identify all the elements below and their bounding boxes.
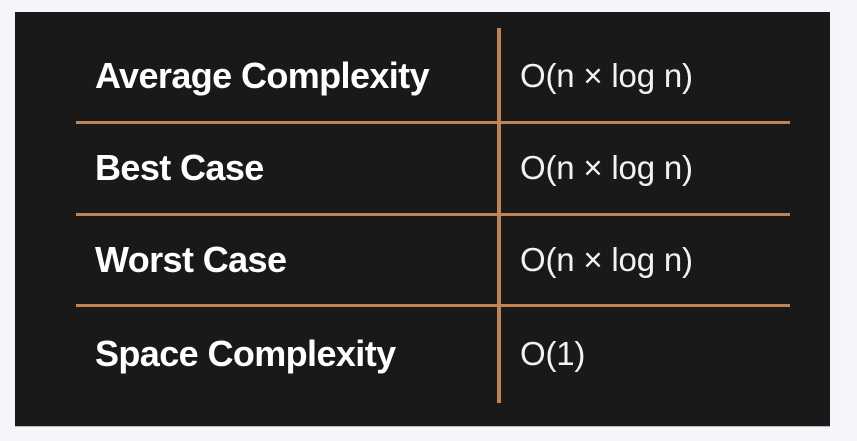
row-value: O(n × log n) <box>520 148 693 186</box>
table-row: Average Complexity O(n × log n) <box>15 30 830 122</box>
row-label: Best Case <box>95 147 264 189</box>
row-divider-3 <box>76 304 790 307</box>
complexity-table-card: Average Complexity O(n × log n) Best Cas… <box>15 12 830 427</box>
row-value: O(n × log n) <box>520 240 693 278</box>
table-row: Best Case O(n × log n) <box>15 122 830 214</box>
row-label: Worst Case <box>95 239 287 281</box>
row-value: O(1) <box>520 334 586 372</box>
row-value: O(n × log n) <box>520 56 693 94</box>
table-row: Space Complexity O(1) <box>15 305 830 403</box>
row-divider-1 <box>76 121 790 124</box>
row-divider-2 <box>76 213 790 216</box>
row-label: Space Complexity <box>95 333 396 375</box>
table-row: Worst Case O(n × log n) <box>15 214 830 306</box>
row-label: Average Complexity <box>95 55 430 97</box>
complexity-table: Average Complexity O(n × log n) Best Cas… <box>15 12 830 426</box>
